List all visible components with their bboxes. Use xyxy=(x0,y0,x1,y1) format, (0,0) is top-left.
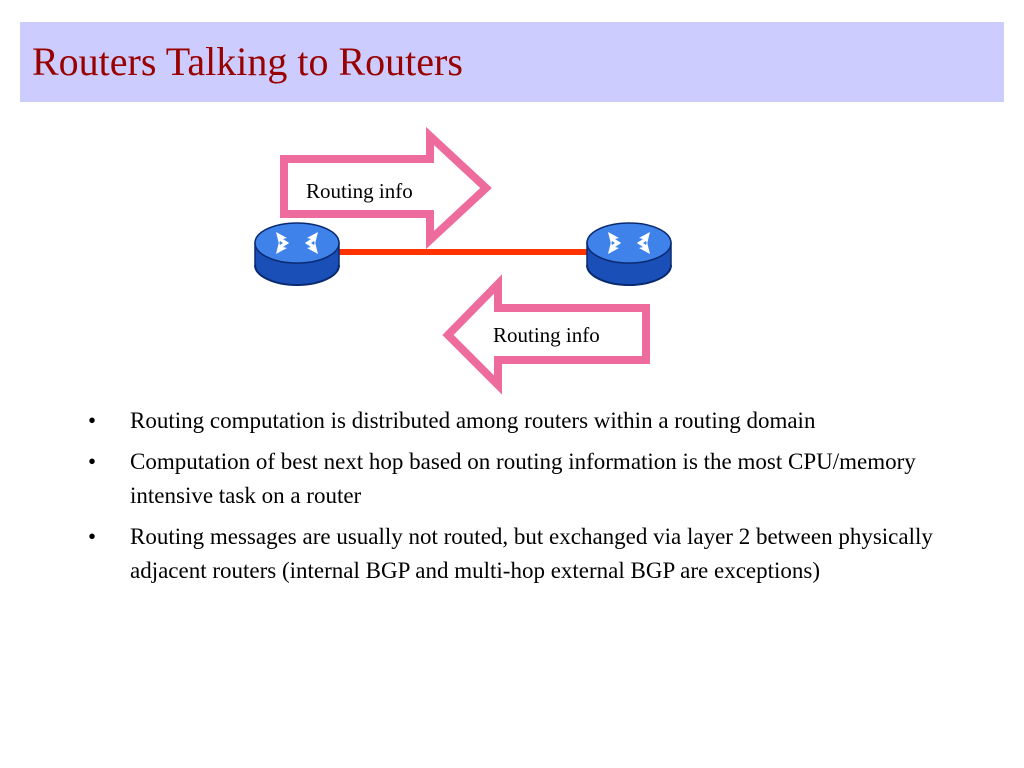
router-icon xyxy=(254,222,340,286)
arrow-right-outline xyxy=(280,126,492,250)
bullet-marker: • xyxy=(88,408,97,433)
title-bar: Routers Talking to Routers xyxy=(20,22,1004,102)
bullet-item: • Routing messages are usually not route… xyxy=(88,520,968,588)
arrow-left-label: Routing info xyxy=(493,323,600,347)
bullet-text: Routing messages are usually not routed,… xyxy=(130,524,933,583)
bullet-text: Routing computation is distributed among… xyxy=(130,408,816,433)
bullet-item: • Routing computation is distributed amo… xyxy=(88,404,968,438)
slide-title: Routers Talking to Routers xyxy=(32,39,463,84)
bullet-list: • Routing computation is distributed amo… xyxy=(88,404,968,595)
bullet-text: Computation of best next hop based on ro… xyxy=(130,449,916,508)
bullet-marker: • xyxy=(88,524,97,549)
routing-diagram: Routing info Routing info xyxy=(254,126,672,395)
arrow-right-label: Routing info xyxy=(306,179,413,203)
arrow-left-outline xyxy=(442,274,650,395)
router-icon xyxy=(586,222,672,286)
bullet-marker: • xyxy=(88,449,97,474)
bullet-item: • Computation of best next hop based on … xyxy=(88,445,968,513)
